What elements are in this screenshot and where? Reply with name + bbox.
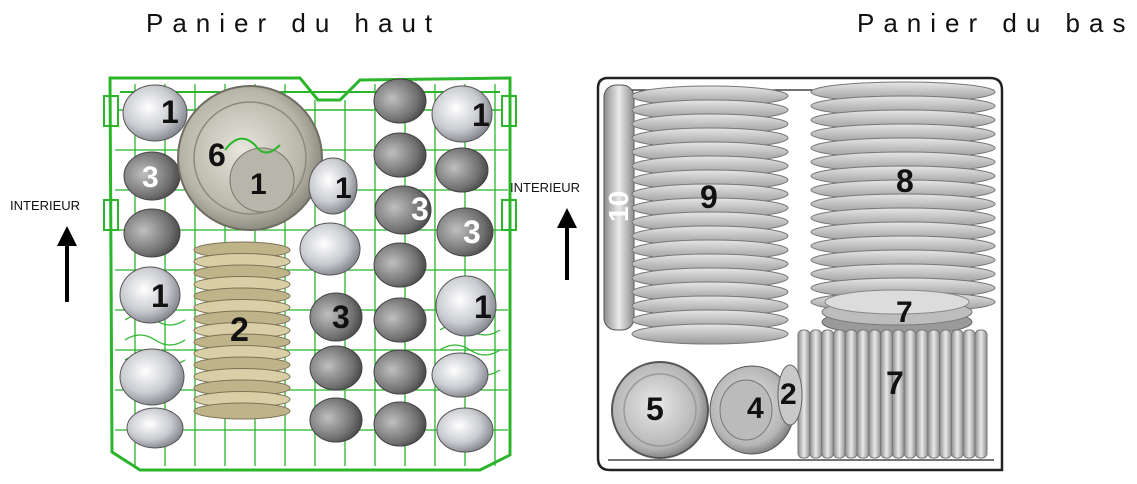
lower-vertical-plates bbox=[797, 329, 988, 459]
upper-large-bowl bbox=[177, 85, 323, 231]
lower-basket-title: Panier du bas bbox=[857, 8, 1135, 38]
vertical-plate bbox=[868, 329, 882, 459]
vertical-plate bbox=[809, 329, 823, 459]
label-lower-plates-left: 9 bbox=[700, 179, 718, 215]
label-lower-plates-right: 8 bbox=[896, 163, 914, 199]
label-lower-small-plates-bottom: 7 bbox=[886, 365, 904, 401]
label-upper-cup-tl: 1 bbox=[161, 94, 179, 130]
lower-small-plates-top bbox=[821, 289, 973, 336]
label-lower-small-bowl: 4 bbox=[747, 392, 764, 425]
lower-interior-label: INTERIEUR bbox=[510, 180, 581, 195]
saucer bbox=[193, 402, 291, 420]
label-upper-saucers: 2 bbox=[230, 311, 249, 349]
upper-basket-title: Panier du haut bbox=[146, 8, 442, 38]
label-lower-small-plates-top: 7 bbox=[896, 296, 913, 329]
upper-left-items bbox=[119, 84, 188, 449]
upper-right-glasses bbox=[373, 78, 494, 447]
label-upper-cup-right-mid: 1 bbox=[474, 289, 492, 325]
lower-arrow-icon bbox=[557, 208, 577, 280]
vertical-plate bbox=[974, 329, 988, 459]
label-upper-cup-tr: 1 bbox=[472, 97, 490, 133]
vertical-plate bbox=[927, 329, 941, 459]
vertical-plate bbox=[832, 329, 846, 459]
label-lower-saucer: 2 bbox=[780, 378, 797, 411]
label-upper-cup-in-bowl: 1 bbox=[250, 168, 267, 201]
label-upper-glass-right-a: 3 bbox=[411, 191, 429, 227]
vertical-plate bbox=[856, 329, 870, 459]
label-upper-glass-left: 3 bbox=[142, 161, 159, 194]
label-upper-cup-left-mid: 1 bbox=[151, 278, 169, 314]
upper-interior-label: INTERIEUR bbox=[10, 198, 81, 213]
vertical-plate bbox=[821, 329, 835, 459]
label-lower-large-bowl: 5 bbox=[646, 391, 664, 427]
label-upper-glass-mid: 3 bbox=[332, 299, 350, 335]
upper-arrow-icon bbox=[57, 226, 77, 302]
plate bbox=[631, 323, 789, 345]
lower-saucer bbox=[777, 364, 803, 426]
upper-saucer-stack bbox=[193, 241, 291, 420]
lower-small-bowl bbox=[709, 365, 795, 455]
label-upper-cup-mid: 1 bbox=[335, 172, 352, 205]
vertical-plate bbox=[939, 329, 953, 459]
vertical-plate bbox=[915, 329, 929, 459]
label-upper-glass-right-b: 3 bbox=[463, 214, 481, 250]
vertical-plate bbox=[950, 329, 964, 459]
lower-large-bowl bbox=[611, 361, 709, 459]
upper-right-cups bbox=[431, 85, 497, 453]
upper-middle-items bbox=[299, 157, 363, 443]
label-lower-side-plate: 10 bbox=[603, 191, 634, 222]
vertical-plate bbox=[962, 329, 976, 459]
vertical-plate bbox=[844, 329, 858, 459]
label-upper-bowl-big: 6 bbox=[208, 137, 226, 173]
lower-plate-stack-left bbox=[631, 85, 789, 345]
vertical-plate bbox=[903, 329, 917, 459]
